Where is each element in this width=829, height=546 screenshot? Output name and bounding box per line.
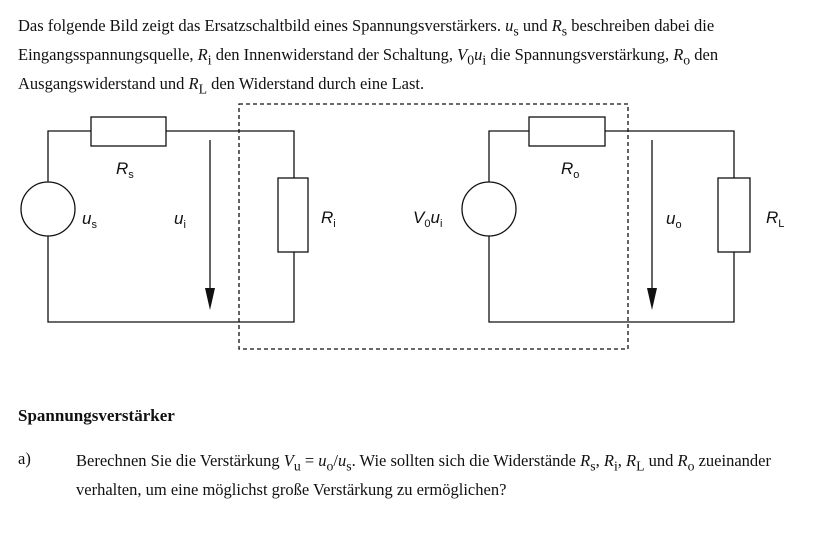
controlled-source-label: V0ui (413, 208, 442, 230)
resistor-ro-symbol (528, 116, 606, 147)
intro-paragraph: Das folgende Bild zeigt das Ersatzschalt… (18, 16, 719, 96)
section-heading: Spannungsverstärker (18, 406, 175, 425)
uo-voltage-arrow-head (647, 288, 657, 310)
input-voltage-source-symbol (20, 181, 76, 237)
ri-label: Ri (321, 208, 336, 230)
resistor-ri-symbol (277, 177, 309, 253)
question-text: Berechnen Sie die Verstärkung Vu = uo/us… (76, 451, 771, 499)
amplifier-boundary-box (238, 103, 629, 350)
ui-label: ui (174, 209, 186, 231)
rs-label: Rs (116, 159, 134, 181)
resistor-rl-symbol (717, 177, 751, 253)
resistor-rs-symbol (90, 116, 167, 147)
ui-voltage-arrow-head (205, 288, 215, 310)
us-label: us (82, 209, 97, 231)
input-loop-wire (47, 130, 295, 323)
uo-label: uo (666, 209, 682, 231)
rl-label: RL (766, 208, 784, 230)
controlled-voltage-source-symbol (461, 181, 517, 237)
output-loop-wire (488, 130, 735, 323)
ro-label: Ro (561, 159, 579, 181)
question-number: a) (18, 449, 31, 468)
